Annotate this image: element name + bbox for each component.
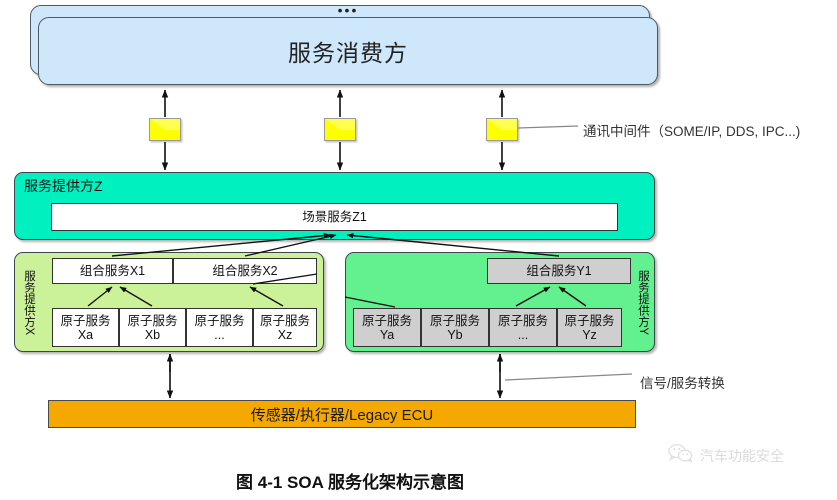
- service-provider-x-label: 服务提供方X: [23, 270, 35, 336]
- consumer-stack-dots: •••: [337, 2, 359, 18]
- atomic-service-x-ellipsis-box: 原子服务 ...: [186, 308, 253, 347]
- atomic-service-x-ellipsis-line2: ...: [214, 327, 225, 342]
- composite-service-x1-label: 组合服务X1: [79, 264, 146, 278]
- atomic-service-yz-line1: 原子服务: [564, 313, 615, 328]
- composite-service-x2-label: 组合服务X2: [212, 264, 278, 278]
- wechat-icon: [668, 443, 694, 468]
- atomic-service-yz-line2: Yz: [582, 327, 597, 342]
- atomic-service-x-ellipsis-line1: 原子服务: [194, 313, 245, 328]
- scene-service-z1-label: 场景服务Z1: [302, 210, 367, 224]
- atomic-service-xz-box: 原子服务 Xz: [253, 308, 317, 347]
- service-provider-y-label: 服务提供方Y: [637, 270, 649, 336]
- service-consumer-label: 服务消费方: [288, 40, 408, 66]
- atomic-service-yb-box: 原子服务 Yb: [421, 308, 489, 347]
- atomic-service-ya-line1: 原子服务: [361, 313, 412, 328]
- atomic-service-xa-line1: 原子服务: [60, 313, 111, 328]
- composite-service-y1-box: 组合服务Y1: [487, 258, 631, 284]
- atomic-service-xz-line1: 原子服务: [259, 313, 310, 328]
- atomic-service-yb-line1: 原子服务: [429, 313, 480, 328]
- atomic-service-yb-line2: Yb: [447, 327, 463, 342]
- middleware-annotation: 通讯中间件（SOME/IP, DDS, IPC...): [583, 124, 801, 139]
- atomic-service-xb-line1: 原子服务: [127, 313, 178, 328]
- service-consumer-box: 服务消费方: [38, 17, 658, 85]
- service-provider-z-title: 服务提供方Z: [24, 178, 103, 194]
- watermark: 汽车功能安全: [668, 443, 784, 468]
- atomic-service-xz-line2: Xz: [277, 327, 293, 342]
- atomic-service-y-ellipsis-line2: ...: [517, 327, 529, 342]
- envelope-icon: [486, 118, 518, 141]
- atomic-service-yz-box: 原子服务 Yz: [557, 308, 622, 347]
- atomic-service-ya-line2: Ya: [379, 327, 395, 342]
- ecu-bar-label: 传感器/执行器/Legacy ECU: [250, 406, 434, 424]
- scene-service-z1-box: 场景服务Z1: [51, 203, 618, 231]
- composite-service-x2-box: 组合服务X2: [173, 258, 317, 284]
- atomic-service-xb-line2: Xb: [144, 327, 161, 342]
- atomic-service-xa-line2: Xa: [77, 327, 94, 342]
- composite-service-y1-label: 组合服务Y1: [526, 264, 592, 278]
- atomic-service-ya-box: 原子服务 Ya: [353, 308, 421, 347]
- envelope-icon: [324, 118, 356, 141]
- atomic-service-y-ellipsis-box: 原子服务 ...: [489, 308, 557, 347]
- atomic-service-xb-box: 原子服务 Xb: [119, 308, 186, 347]
- envelope-icon: [149, 118, 181, 141]
- signal-conversion-annotation: 信号/服务转换: [640, 376, 725, 391]
- atomic-service-y-ellipsis-line1: 原子服务: [497, 313, 548, 328]
- composite-service-x1-box: 组合服务X1: [52, 258, 173, 284]
- figure-caption: 图 4-1 SOA 服务化架构示意图: [236, 473, 464, 492]
- watermark-label: 汽车功能安全: [700, 447, 784, 464]
- atomic-service-xa-box: 原子服务 Xa: [52, 308, 119, 347]
- ecu-bar: 传感器/执行器/Legacy ECU: [48, 400, 636, 428]
